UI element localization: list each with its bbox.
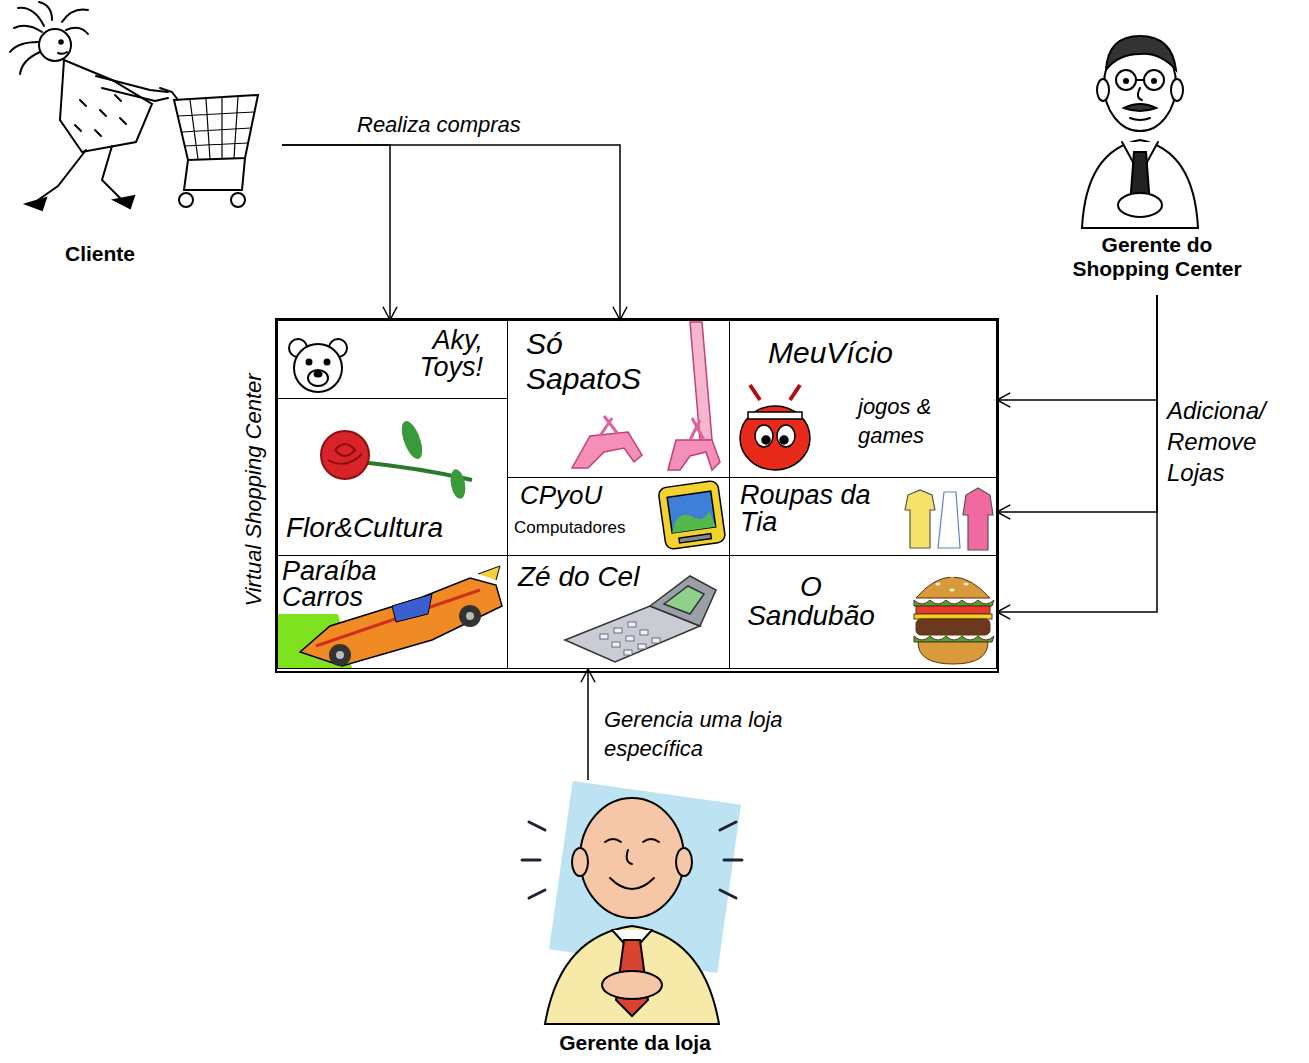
store-cell: CPyoU Computadores — [507, 477, 730, 556]
store-cell: MeuVício jogos & games — [729, 320, 997, 478]
store-name-holder: O Sandubão — [736, 572, 886, 631]
edge-label-holder: Gerencia uma loja específica — [604, 706, 874, 763]
store-cell: Paraíba Carros — [277, 555, 508, 669]
store-tagline-holder: Computadores — [514, 518, 664, 538]
store-name: Paraíba Carros — [282, 558, 432, 611]
arrow-head — [613, 307, 627, 320]
arrow-head — [581, 669, 595, 682]
arrow-head — [997, 605, 1010, 619]
store-name-holder: MeuVício — [768, 335, 968, 371]
grid-title: Virtual Shopping Center — [241, 325, 267, 655]
store-name-holder: Flor&Cultura — [286, 511, 504, 545]
store-tagline-holder: jogos & games — [858, 393, 968, 450]
grid-title-holder: Virtual Shopping Center — [241, 325, 269, 655]
connector-line — [997, 295, 1157, 400]
store-name-holder: Só SapatoS — [526, 327, 656, 396]
clothes-icon — [905, 488, 993, 550]
actor-label-holder: Cliente — [10, 241, 190, 266]
connector-arrow — [997, 295, 1157, 519]
game-character-icon — [740, 385, 810, 470]
actor-label: Cliente — [10, 241, 190, 266]
store-cell: Roupas da Tia — [729, 477, 997, 556]
store-cell: Zé do Cel — [507, 555, 730, 669]
store-name-holder: Zé do Cel — [518, 560, 723, 594]
mall-manager-figure — [1082, 36, 1198, 228]
actor-label-holder: Gerente do Shopping Center — [1067, 233, 1247, 281]
actor-node: Gerente do Shopping Center — [1030, 5, 1285, 295]
actor-node: Cliente — [10, 5, 282, 269]
connector-arrow — [997, 295, 1157, 619]
actor-label: Gerente do Shopping Center — [1067, 233, 1247, 281]
teddy-bear-icon — [289, 339, 347, 392]
connector-arrow — [282, 145, 627, 320]
store-manager-figure — [522, 781, 742, 1024]
edge-label-holder: Adiciona/ Remove Lojas — [1167, 395, 1299, 489]
connector-arrow — [282, 145, 397, 320]
connector-line — [997, 295, 1157, 612]
store-name-holder: Roupas da Tia — [740, 482, 905, 536]
store-name: MeuVício — [768, 335, 968, 371]
arrow-head — [383, 307, 397, 320]
store-name-holder: Paraíba Carros — [282, 558, 432, 611]
connector-line — [997, 295, 1157, 512]
store-tagline: Computadores — [514, 518, 664, 538]
store-name: CPyoU — [520, 480, 670, 511]
store-name: Roupas da Tia — [740, 482, 905, 536]
shoes-icon — [572, 322, 720, 470]
connector-line — [587, 669, 589, 780]
actor-node: Gerente da loja — [505, 780, 765, 1058]
connector-line — [282, 145, 620, 320]
arrow-head — [997, 505, 1010, 519]
connector-line — [282, 145, 390, 320]
store-cell: Aky, Toys! — [277, 320, 508, 399]
store-cell: Flor&Cultura — [277, 398, 508, 556]
edge-label: Gerencia uma loja específica — [604, 706, 874, 763]
store-cell: Só SapatoS — [507, 320, 730, 478]
store-name-holder: Aky, Toys! — [363, 327, 483, 381]
computer-icon — [658, 480, 726, 550]
edge-label: Adiciona/ Remove Lojas — [1167, 395, 1299, 489]
store-name: Só SapatoS — [526, 327, 656, 396]
store-name: Zé do Cel — [518, 560, 723, 594]
connector-arrow — [581, 669, 595, 780]
connector-arrow — [997, 295, 1157, 407]
edge-label-holder: Realiza compras — [357, 112, 597, 138]
store-name: O Sandubão — [736, 572, 886, 631]
customer-figure — [10, 2, 258, 210]
shopping-center-grid: Virtual Shopping CenterAky, Toys!Só Sapa… — [277, 320, 997, 671]
actor-label: Gerente da loja — [525, 1030, 745, 1055]
store-tagline: jogos & games — [858, 393, 968, 450]
store-name-holder: CPyoU — [520, 480, 670, 511]
store-name: Aky, Toys! — [363, 327, 483, 381]
edge-label: Realiza compras — [357, 112, 597, 138]
rose-icon — [321, 418, 472, 500]
arrow-head — [997, 393, 1010, 407]
actor-label-holder: Gerente da loja — [525, 1030, 745, 1055]
store-name: Flor&Cultura — [286, 511, 504, 545]
store-cell: O Sandubão — [729, 555, 997, 669]
burger-icon — [914, 575, 994, 665]
